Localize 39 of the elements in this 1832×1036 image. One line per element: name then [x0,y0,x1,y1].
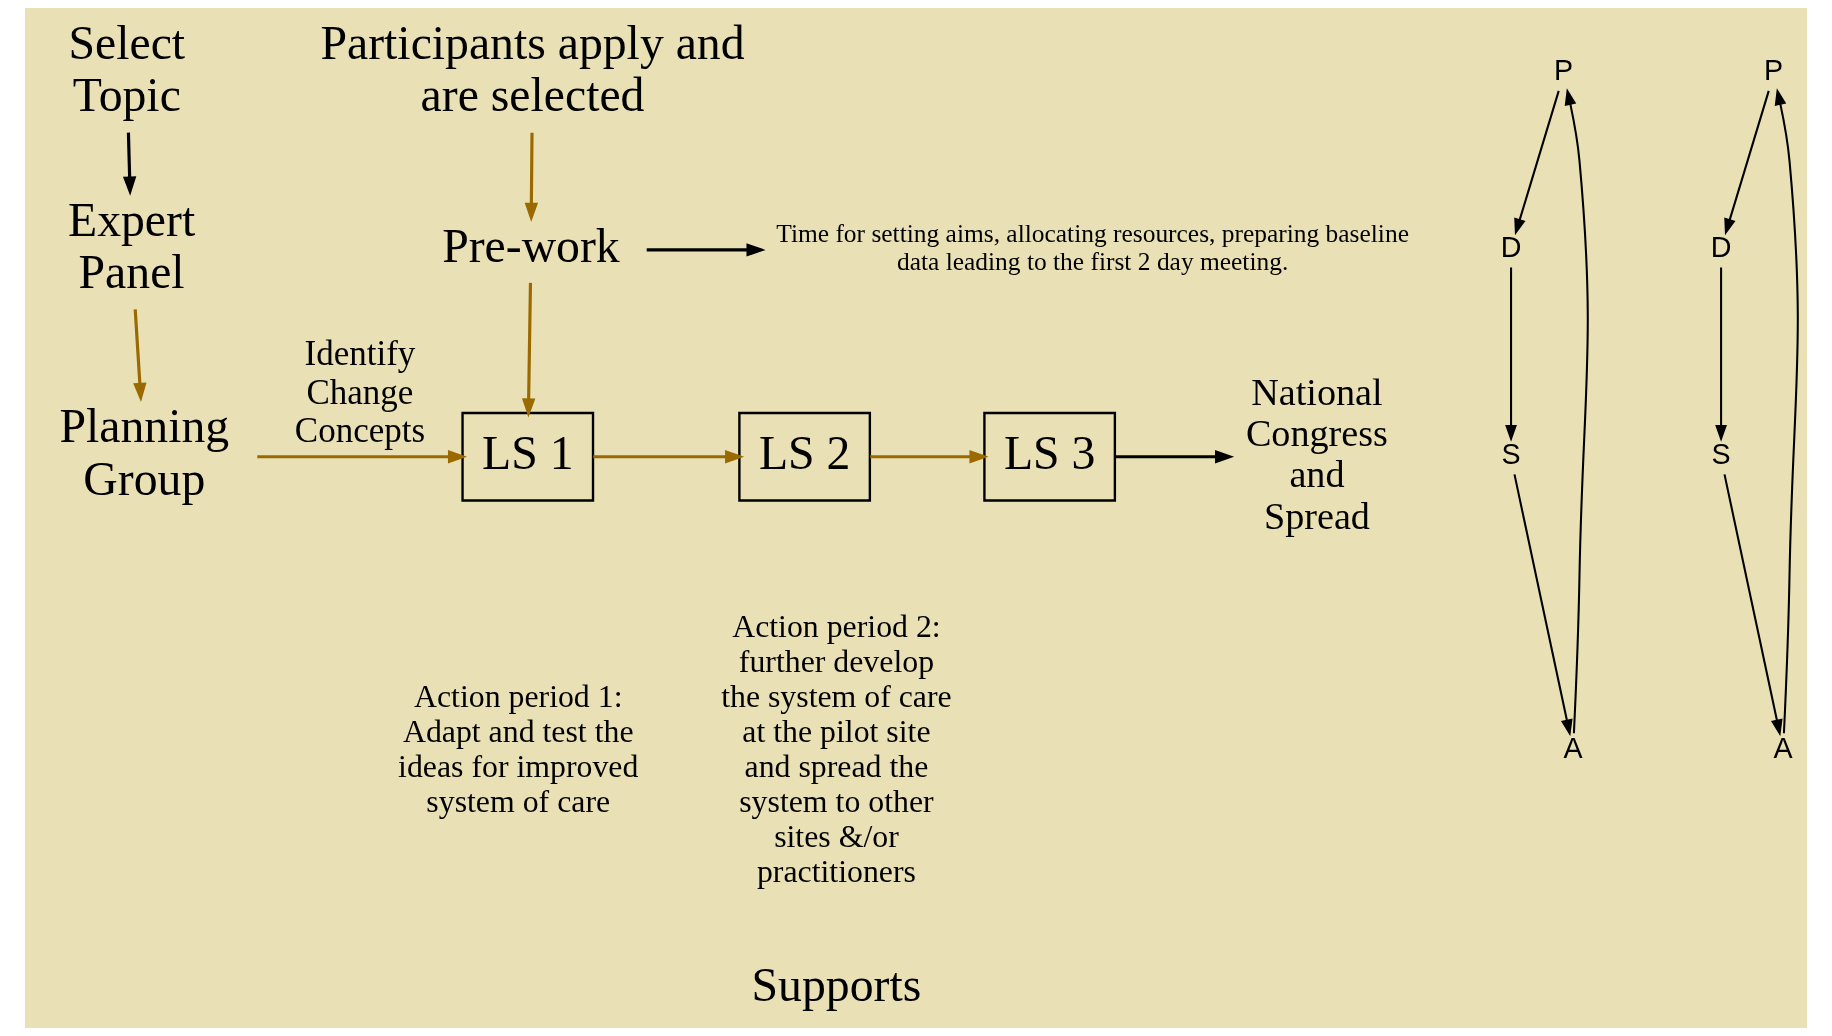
node-text: D [1710,230,1732,263]
arrow [521,282,536,418]
node-text: Select Topic [68,15,186,122]
arrow [133,309,147,402]
node-text: Participants apply and are selected [320,15,745,122]
node-box: LS 1 [461,411,595,502]
node-text: Expert Panel [68,192,196,299]
node-text: S [1501,437,1521,470]
arrow [646,243,766,257]
node-text: A [1563,732,1583,765]
arrow [1723,474,1783,737]
arrow [1513,474,1573,737]
arrow [870,450,989,464]
label: Action period 2: further develop the system of care at the pilot site and spread the system to other sites &/or practitioners [721,608,952,889]
label: Supports [751,957,922,1011]
arrow [1564,88,1589,734]
edge-label: Identify Change Concepts [294,334,426,450]
arrow [593,450,745,464]
label: Action period 1: Adapt and test the ideas for improved system of care [398,678,639,819]
arrow [1505,267,1517,442]
node-text: S [1711,437,1731,470]
node-text: A [1773,732,1793,765]
arrow [1715,267,1727,442]
arrow [1514,90,1560,236]
arrow [257,450,468,464]
arrow [122,132,137,196]
node-box: LS 2 [738,411,872,502]
arrow [524,132,539,222]
arrow [1724,90,1770,236]
node-text: Time for setting aims, allocating resources, preparing baseline data leading to the first 2 day meeting. [776,218,1409,277]
node-box: LS 3 [983,411,1117,502]
arrow [1114,450,1235,464]
node-text: P [1554,54,1574,87]
node-text: D [1500,230,1522,263]
node-text: Planning Group [59,399,230,505]
arrow [1774,88,1799,734]
node-text: P [1764,54,1784,87]
node-text: National Congress and Spread [1245,370,1388,537]
node-text: Pre-work [442,218,620,272]
